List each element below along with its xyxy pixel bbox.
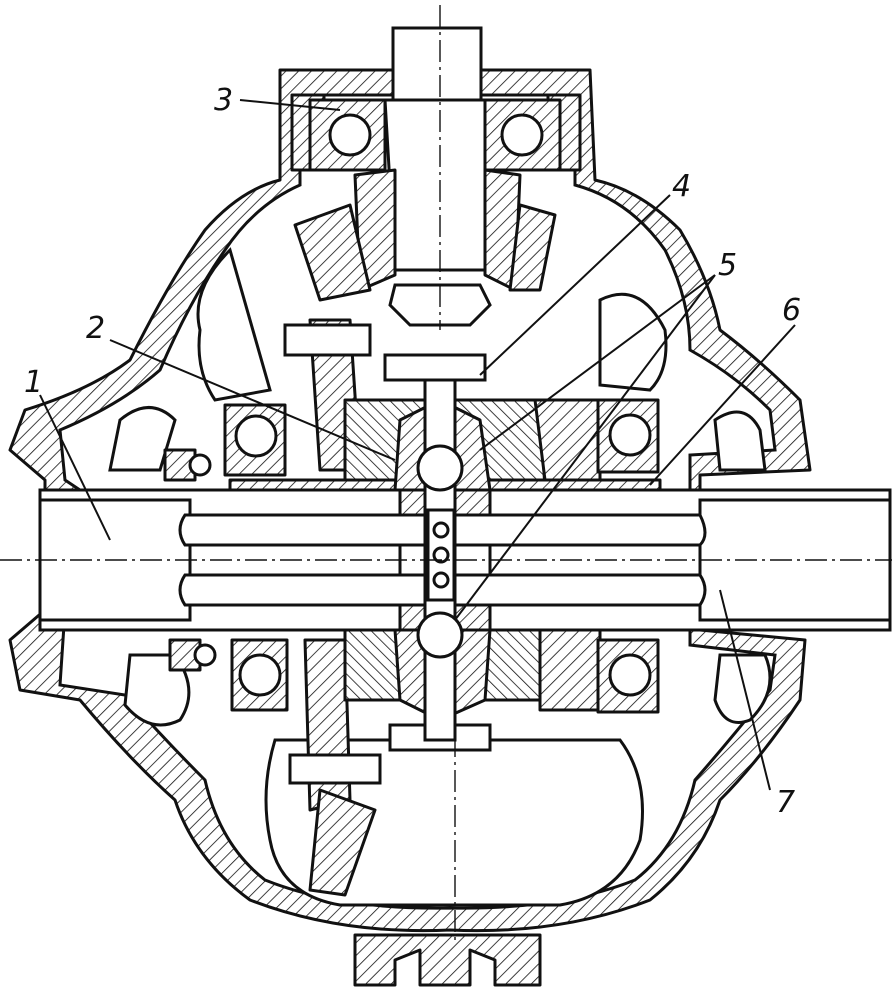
ring-gear-carrier [283,318,492,897]
spider-gears [393,378,492,742]
bearing-ball-icon [608,413,652,457]
leader-lines [39,99,796,791]
bearing-ball-icon [234,414,278,458]
callout-labels: 1 2 3 4 5 6 7 [24,83,801,820]
bolt-icon [283,323,372,357]
bearing-ball-icon [500,113,544,157]
side-bearings [163,398,660,714]
bearing-ball-icon [328,113,372,157]
callout-label-7: 7 [776,785,795,820]
callout-label-1: 1 [24,365,43,400]
bearing-ball-icon [608,653,652,697]
pinion-ball-icon [416,611,464,659]
callout-label-4: 4 [672,169,691,204]
bolt-icon [288,753,382,785]
pinion-bearing-housing [290,93,582,172]
callout-label-2: 2 [86,311,105,346]
callout-label-3: 3 [214,83,233,118]
drive-pinion-shaft [293,26,557,327]
bearing-ball-icon [238,653,282,697]
pinion-ball-icon [416,444,464,492]
callout-label-5: 5 [718,248,737,283]
center-lines [0,5,892,945]
callout-label-6: 6 [782,293,801,328]
bolt-icon [383,353,487,382]
axle-shafts [38,488,892,632]
